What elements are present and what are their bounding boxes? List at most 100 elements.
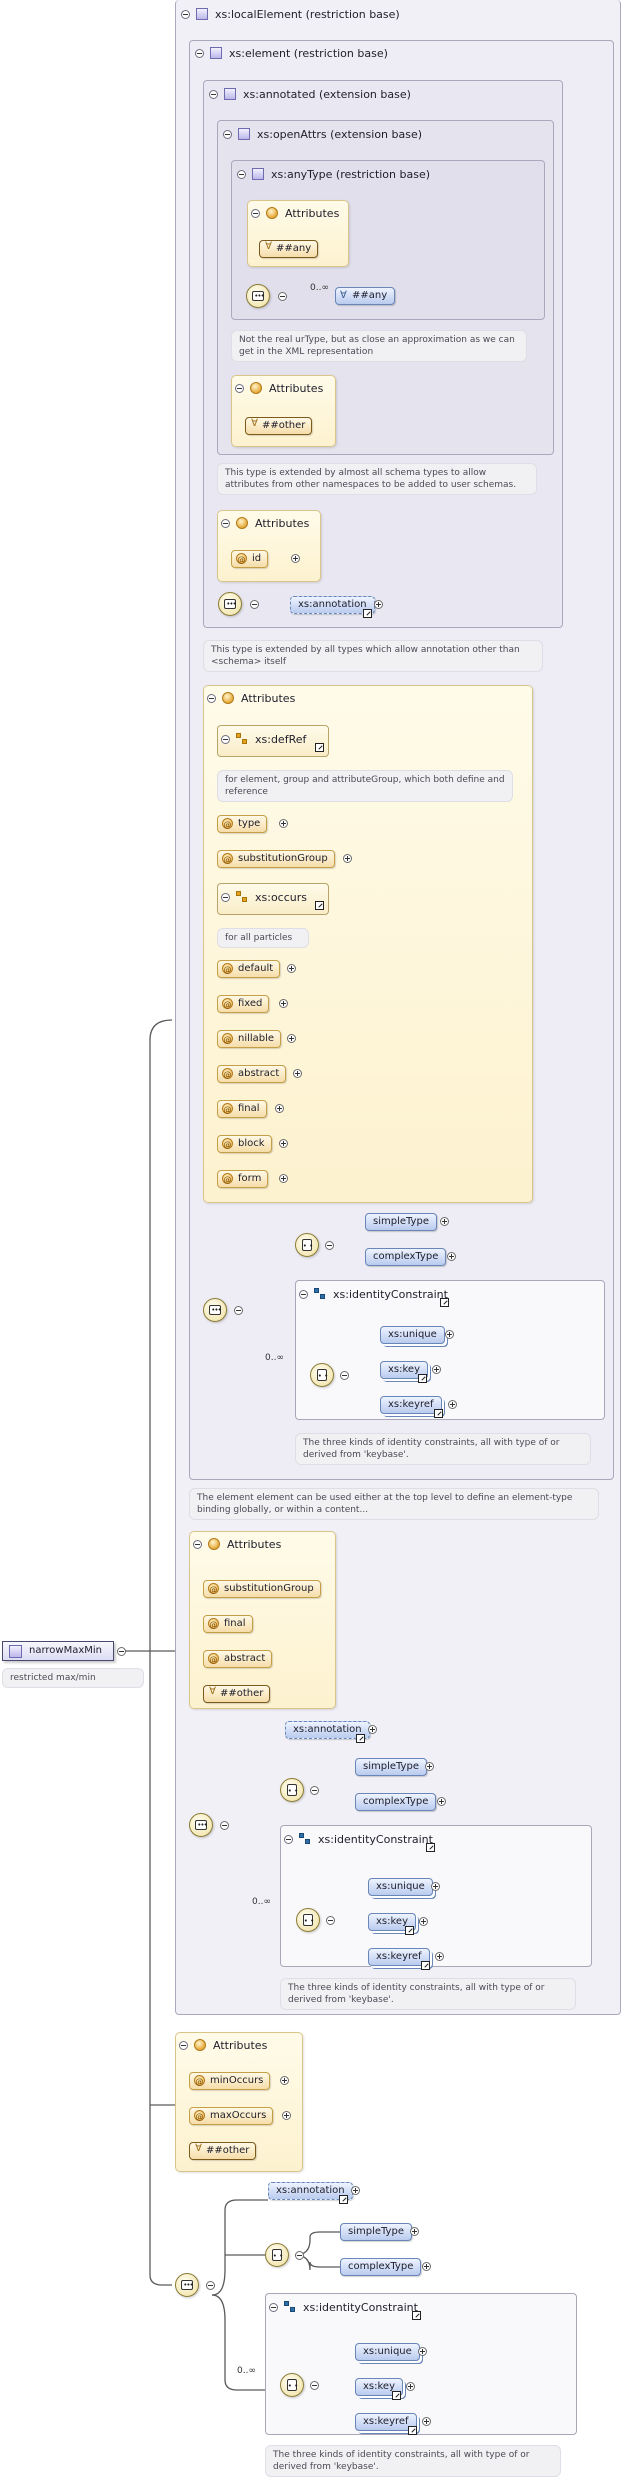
expand-icon[interactable] (422, 2262, 431, 2271)
link-icon[interactable] (392, 2391, 401, 2400)
sequence-compositor-icon[interactable] (175, 2273, 199, 2297)
collapse-icon[interactable] (179, 2041, 188, 2050)
final-attribute[interactable]: final (217, 1100, 267, 1118)
expand-icon[interactable] (279, 1139, 288, 1148)
collapse-icon[interactable] (117, 1647, 126, 1656)
link-icon[interactable] (421, 1961, 430, 1970)
expand-icon[interactable] (425, 1762, 434, 1771)
link-icon[interactable] (315, 901, 324, 910)
simple-type-element[interactable]: simpleType (355, 1758, 427, 1776)
root-element-narrowMaxMin[interactable]: narrowMaxMin (2, 1641, 114, 1661)
collapse-icon[interactable] (181, 10, 190, 19)
final-attribute[interactable]: final (203, 1615, 253, 1633)
expand-icon[interactable] (279, 1174, 288, 1183)
expand-icon[interactable] (275, 1104, 284, 1113)
sequence-compositor-icon[interactable] (203, 1298, 227, 1322)
collapse-icon[interactable] (223, 130, 232, 139)
expand-icon[interactable] (406, 2382, 415, 2391)
collapse-icon[interactable] (251, 209, 260, 218)
abstract-attribute[interactable]: abstract (203, 1650, 273, 1668)
collapse-icon[interactable] (207, 694, 216, 703)
collapse-icon[interactable] (310, 1786, 319, 1795)
link-icon[interactable] (363, 609, 372, 618)
expand-icon[interactable] (448, 1400, 457, 1409)
collapse-icon[interactable] (237, 170, 246, 179)
collapse-icon[interactable] (340, 1371, 349, 1380)
any-type-header[interactable]: xs:anyType (restriction base) (237, 168, 430, 182)
collapse-icon[interactable] (310, 2381, 319, 2390)
unique-element[interactable]: xs:unique (380, 1326, 445, 1344)
key-element[interactable]: xs:key (355, 2378, 404, 2396)
keyref-element[interactable]: xs:keyref (355, 2413, 417, 2431)
expand-icon[interactable] (447, 1252, 456, 1261)
complex-type-element[interactable]: complexType (355, 1793, 437, 1811)
element-header[interactable]: xs:element (restriction base) (195, 47, 388, 61)
unique-element[interactable]: xs:unique (368, 1878, 433, 1896)
other-attribute[interactable]: ##other (245, 417, 313, 435)
sequence-compositor-icon[interactable] (246, 284, 270, 308)
fixed-attribute[interactable]: fixed (217, 995, 270, 1013)
expand-icon[interactable] (435, 1952, 444, 1961)
collapse-icon[interactable] (209, 90, 218, 99)
type-attribute[interactable]: type (217, 815, 268, 833)
simple-type-element[interactable]: simpleType (340, 2223, 412, 2241)
collapse-icon[interactable] (221, 735, 230, 744)
expand-icon[interactable] (432, 1365, 441, 1374)
complex-type-element[interactable]: complexType (340, 2258, 422, 2276)
occurs-group[interactable]: xs:occurs (221, 891, 307, 905)
collapse-icon[interactable] (206, 2281, 215, 2290)
choice-compositor-icon[interactable] (296, 1908, 320, 1932)
attributes-header[interactable]: Attributes (179, 2039, 267, 2053)
form-attribute[interactable]: form (217, 1170, 269, 1188)
any-attribute[interactable]: ##any (259, 240, 319, 258)
sequence-compositor-icon[interactable] (218, 592, 242, 616)
expand-icon[interactable] (293, 1069, 302, 1078)
collapse-icon[interactable] (269, 2303, 278, 2312)
collapse-icon[interactable] (325, 1241, 334, 1250)
identity-constraint-header[interactable]: xs:identityConstraint (299, 1288, 448, 1302)
expand-icon[interactable] (368, 1725, 377, 1734)
link-icon[interactable] (405, 1926, 414, 1935)
other-attribute[interactable]: ##other (203, 1685, 271, 1703)
collapse-icon[interactable] (326, 1916, 335, 1925)
any-element-wildcard[interactable]: ##any (335, 287, 396, 305)
expand-icon[interactable] (279, 999, 288, 1008)
attributes-header[interactable]: Attributes (235, 382, 323, 396)
expand-icon[interactable] (279, 819, 288, 828)
expand-icon[interactable] (282, 2111, 291, 2120)
collapse-icon[interactable] (235, 384, 244, 393)
expand-icon[interactable] (422, 2417, 431, 2426)
attributes-header[interactable]: Attributes (251, 207, 339, 221)
link-icon[interactable] (408, 2426, 417, 2435)
min-occurs-attribute[interactable]: minOccurs (189, 2072, 271, 2090)
expand-icon[interactable] (410, 2227, 419, 2236)
keyref-element[interactable]: xs:keyref (368, 1948, 430, 1966)
identity-constraint-header[interactable]: xs:identityConstraint (269, 2301, 418, 2315)
expand-icon[interactable] (440, 1217, 449, 1226)
collapse-icon[interactable] (299, 1290, 308, 1299)
choice-compositor-icon[interactable] (265, 2243, 289, 2267)
expand-icon[interactable] (445, 1330, 454, 1339)
other-attribute[interactable]: ##other (189, 2142, 257, 2160)
collapse-icon[interactable] (220, 1821, 229, 1830)
expand-icon[interactable] (343, 854, 352, 863)
collapse-icon[interactable] (278, 292, 287, 301)
link-icon[interactable] (315, 743, 324, 752)
link-icon[interactable] (426, 1843, 435, 1852)
expand-icon[interactable] (419, 1917, 428, 1926)
attributes-header[interactable]: Attributes (193, 1538, 281, 1552)
expand-icon[interactable] (291, 554, 300, 563)
local-element-header[interactable]: xs:localElement (restriction base) (181, 8, 400, 22)
collapse-icon[interactable] (193, 1540, 202, 1549)
annotated-header[interactable]: xs:annotated (extension base) (209, 88, 411, 102)
expand-icon[interactable] (431, 1882, 440, 1891)
collapse-icon[interactable] (284, 1835, 293, 1844)
collapse-icon[interactable] (221, 893, 230, 902)
expand-icon[interactable] (351, 2186, 360, 2195)
id-attribute[interactable]: id (231, 550, 269, 568)
link-icon[interactable] (412, 2311, 421, 2320)
choice-compositor-icon[interactable] (310, 1363, 334, 1387)
link-icon[interactable] (434, 1409, 443, 1418)
expand-icon[interactable] (287, 964, 296, 973)
attributes-header[interactable]: Attributes (207, 692, 295, 706)
